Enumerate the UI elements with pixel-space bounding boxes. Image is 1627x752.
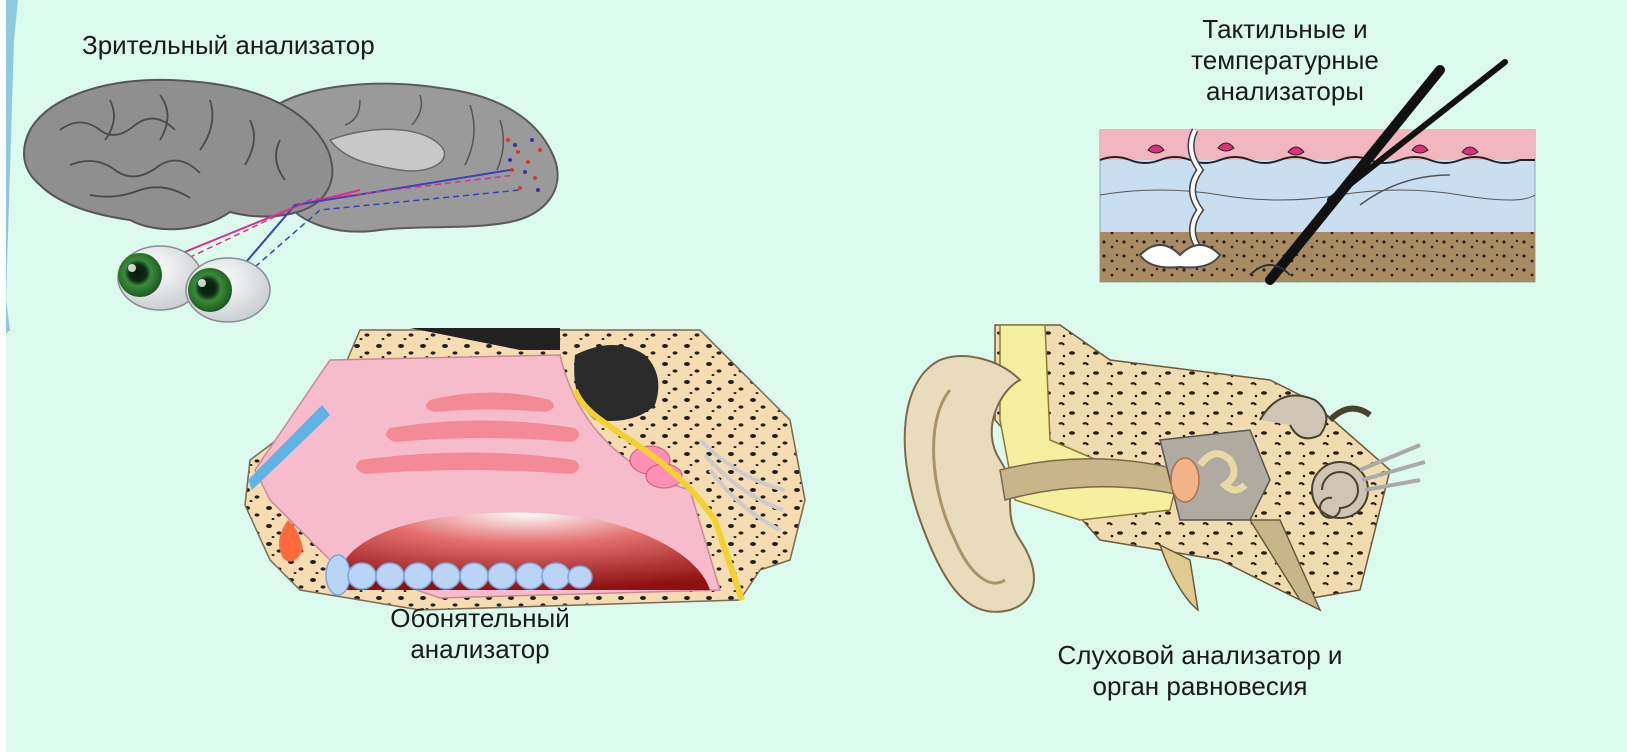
tactile-label-line-2: температурные (1140, 45, 1430, 76)
nose-section-illustration (245, 328, 805, 610)
tactile-label-line-3: анализаторы (1140, 76, 1430, 107)
left-border (0, 0, 6, 752)
tactile-analyzer-label: Тактильные и температурные анализаторы (1140, 14, 1430, 107)
olfactory-label-line-2: анализатор (330, 634, 630, 665)
olfactory-label-line-1: Обонятельный (330, 603, 630, 634)
auditory-label-line-1: Слуховой анализатор и (1000, 640, 1400, 671)
auditory-analyzer-label: Слуховой анализатор и орган равновесия (1000, 640, 1400, 702)
visual-analyzer-label: Зрительный анализатор (82, 30, 375, 61)
tactile-label-line-1: Тактильные и (1140, 14, 1430, 45)
auditory-label-line-2: орган равновесия (1000, 671, 1400, 702)
olfactory-analyzer-label: Обонятельный анализатор (330, 603, 630, 665)
